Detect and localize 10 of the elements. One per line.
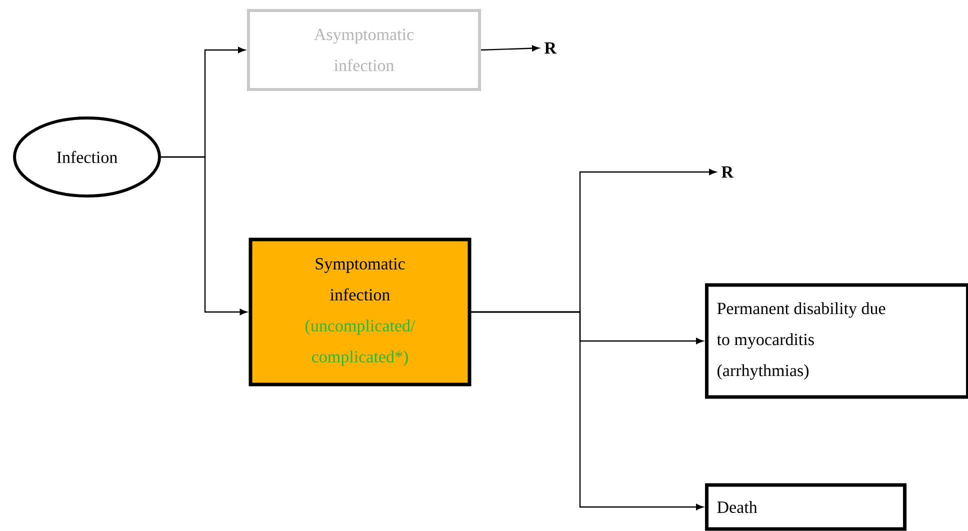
- process-box: Asymptomatic infection: [247, 9, 481, 91]
- process-box: Death: [705, 483, 906, 531]
- arrow: [161, 156, 247, 316]
- ellipse-node: Infection: [13, 116, 161, 198]
- process-box: Symptomatic infection (uncomplicated/ complicated*): [248, 238, 472, 386]
- arrow: [471, 311, 704, 510]
- outcome-text: R: [722, 166, 734, 178]
- outcome-text: R: [544, 42, 557, 54]
- process-box: Permanent disability due to myocarditis (arrhythmias): [705, 283, 968, 399]
- arrow: [480, 45, 540, 52]
